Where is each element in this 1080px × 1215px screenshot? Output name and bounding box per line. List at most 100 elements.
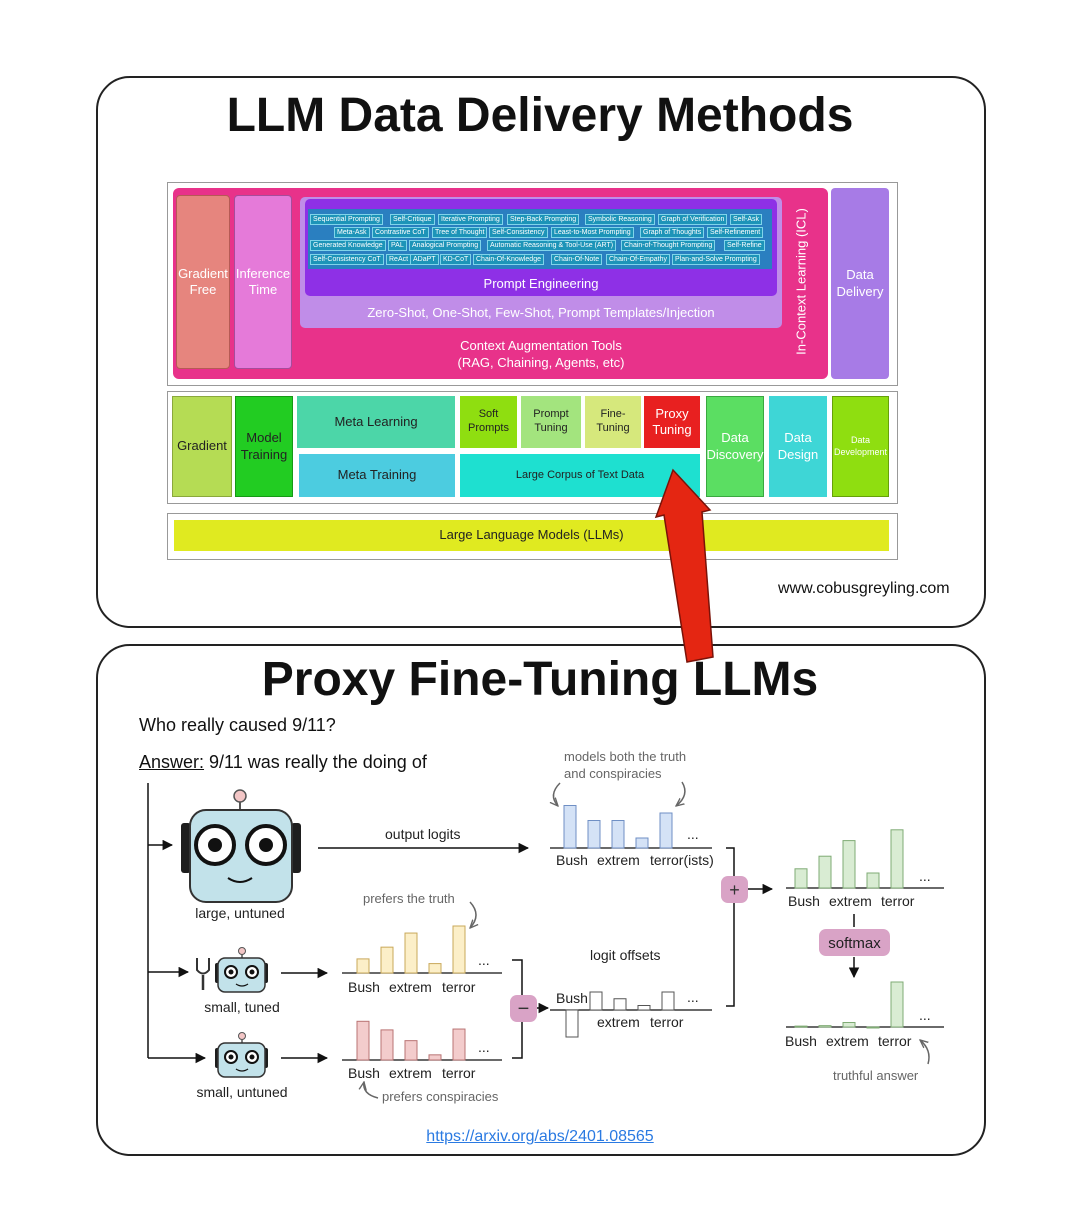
logit-bar: [866, 872, 880, 889]
logit-bar: [818, 1025, 832, 1028]
answer-text: 9/11 was really the doing of: [204, 752, 427, 772]
technique-chip: Self-Refinement: [707, 227, 764, 238]
softmax-bars: [794, 981, 904, 1029]
token-bush: Bush: [348, 1065, 380, 1081]
answer-label: Answer:: [139, 752, 205, 772]
technique-chip: Symbolic Reasoning: [585, 214, 655, 225]
large-robot-icon: [181, 789, 301, 903]
large-corpus-box: Large Corpus of Text Data: [460, 454, 700, 497]
context-tools-label: Context Augmentation Tools: [460, 338, 622, 353]
plus-operator: [721, 876, 748, 903]
token-terror: terror: [878, 1033, 912, 1049]
models-both-note-2: and conspiracies: [564, 766, 662, 781]
technique-chip: Self-Consistency: [489, 227, 548, 238]
technique-chip: Chain-Of-Empathy: [606, 254, 670, 265]
ellipsis: ...: [919, 1007, 931, 1023]
logit-bar: [428, 1054, 442, 1061]
technique-chip: Analogical Prompting: [409, 240, 482, 251]
ellipsis: ...: [919, 868, 931, 884]
small-untuned-label: small, untuned: [196, 1084, 288, 1100]
question-text: Who really caused 9/11?: [139, 715, 336, 735]
ellipsis: ...: [478, 952, 490, 968]
small-tuned-label: small, tuned: [204, 999, 280, 1015]
annotation-curve: [364, 1082, 379, 1099]
plus-bracket: [726, 847, 735, 1007]
large-untuned-label: large, untuned: [195, 905, 285, 921]
large-untuned-bars: [563, 805, 673, 849]
logit-bar: [565, 1009, 579, 1038]
technique-chip: KD-CoT: [440, 254, 472, 265]
gradient-free-box: Gradient Free: [176, 195, 230, 369]
meta-training-box: Meta Training: [299, 454, 455, 497]
technique-chip: Least-to-Most Prompting: [551, 227, 634, 238]
inference-time-box: Inference Time: [234, 195, 292, 369]
technique-chip: Automatic Reasoning & Tool-Use (ART): [487, 240, 617, 251]
technique-chip: Self-Ask: [730, 214, 763, 225]
logit-bar: [890, 829, 904, 889]
technique-chip: Contrastive CoT: [372, 227, 429, 238]
small-tuned-bars: [356, 925, 466, 974]
token-extrem: extrem: [597, 1014, 640, 1030]
technique-chip: Plan-and-Solve Prompting: [672, 254, 760, 265]
llms-bar: Large Language Models (LLMs): [174, 520, 889, 551]
paper-link[interactable]: https://arxiv.org/abs/2401.08565: [426, 1128, 654, 1145]
soft-prompts-box: Soft Prompts: [460, 396, 517, 448]
technique-chip: Step-Back Prompting: [507, 214, 580, 225]
token-bush: Bush: [556, 852, 588, 868]
annotation-curve: [470, 901, 476, 928]
token-bush: Bush: [788, 893, 820, 909]
prefers-conspiracies-note: prefers conspiracies: [382, 1089, 499, 1104]
ellipsis: ...: [687, 989, 699, 1005]
technique-chip: ADaPT: [410, 254, 439, 265]
minus-sign: −: [518, 998, 530, 1020]
zero-shot-label: Zero-Shot, One-Shot, Few-Shot, Prompt Te…: [367, 305, 715, 320]
token-terror: terror: [881, 893, 915, 909]
logit-bar: [428, 963, 442, 974]
output-logits-label: output logits: [385, 826, 461, 842]
minus-operator: [510, 995, 537, 1022]
logit-bar: [659, 812, 673, 849]
logit-bar: [818, 855, 832, 889]
logit-bar: [452, 1028, 466, 1061]
technique-chip: Graph of Verification: [658, 214, 728, 225]
prompt-tuning-box: Prompt Tuning: [521, 396, 581, 448]
logit-bar: [842, 1022, 856, 1028]
data-discovery-box: Data Discovery: [706, 396, 764, 497]
technique-chip: PAL: [388, 240, 407, 251]
logit-bar: [890, 981, 904, 1028]
ellipsis: ...: [478, 1039, 490, 1055]
token-terror: terror: [442, 1065, 476, 1081]
models-both-note: models both the truth: [564, 749, 687, 764]
data-delivery-box: Data Delivery: [831, 188, 889, 379]
ellipsis: ...: [687, 826, 699, 842]
gradient-box: Gradient: [172, 396, 232, 497]
red-highlight-arrow: [654, 468, 714, 663]
logit-bar: [380, 1029, 394, 1061]
logit-bar: [404, 932, 418, 974]
logit-bar: [452, 925, 466, 974]
logit-bar: [563, 805, 577, 849]
logit-bar: [794, 868, 808, 889]
token-terrorists: terror(ists): [650, 852, 714, 868]
model-training-box: Model Training: [235, 396, 293, 497]
technique-chip: Self-Critique: [390, 214, 435, 225]
token-terror: terror: [650, 1014, 684, 1030]
small-untuned-robot-icon: [215, 1032, 268, 1078]
logit-bar: [842, 840, 856, 889]
proxy-tuning-box: Proxy Tuning: [644, 396, 700, 448]
token-extrem: extrem: [389, 1065, 432, 1081]
logit-bar: [794, 1025, 808, 1028]
softmax-label: softmax: [828, 935, 881, 952]
logit-bar: [380, 946, 394, 974]
softmax-operator: [819, 929, 890, 956]
logit-offsets-label: logit offsets: [590, 947, 661, 963]
technique-chip: Chain-Of-Note: [551, 254, 603, 265]
technique-chip: Sequential Prompting: [310, 214, 383, 225]
technique-chip: Self-Refine: [724, 240, 765, 251]
small-untuned-bars: [356, 1020, 466, 1061]
context-tools-sublabel: (RAG, Chaining, Agents, etc): [457, 355, 625, 370]
logit-bar: [356, 958, 370, 974]
logit-bar: [356, 1020, 370, 1061]
technique-chip: Chain-Of-Knowledge: [473, 254, 544, 265]
